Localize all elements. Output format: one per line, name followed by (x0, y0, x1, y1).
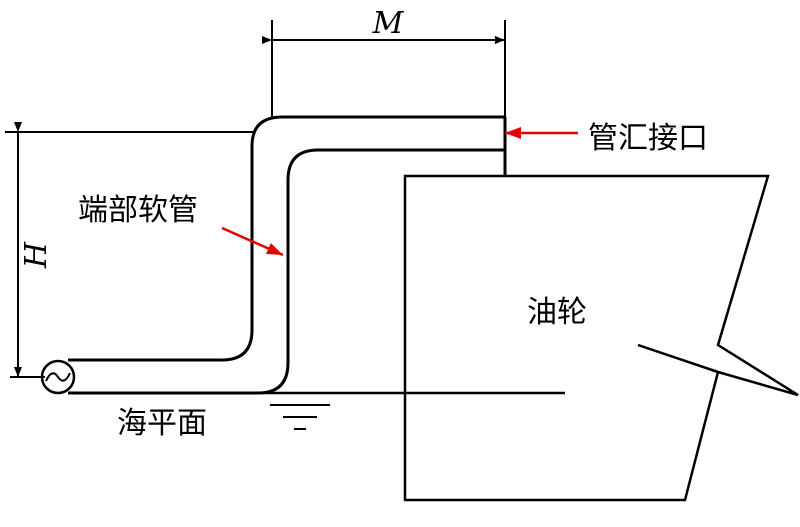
hose-end-coil (40, 359, 76, 395)
sea-level-label: 海平面 (117, 406, 207, 441)
end-hose-outer (68, 115, 505, 362)
m-label: M (372, 6, 405, 41)
hose-label: 端部软管 (78, 193, 198, 228)
h-dimension (5, 122, 255, 378)
tanker-hull (403, 174, 799, 502)
end-hose-inner (68, 148, 505, 395)
m-dimension (262, 20, 506, 117)
tanker-label: 油轮 (527, 295, 587, 330)
h-label: H (19, 241, 54, 269)
hose-pointer-arrow (221, 226, 284, 257)
manifold-label: 管汇接口 (588, 121, 708, 156)
water-surface-symbol (270, 404, 330, 430)
